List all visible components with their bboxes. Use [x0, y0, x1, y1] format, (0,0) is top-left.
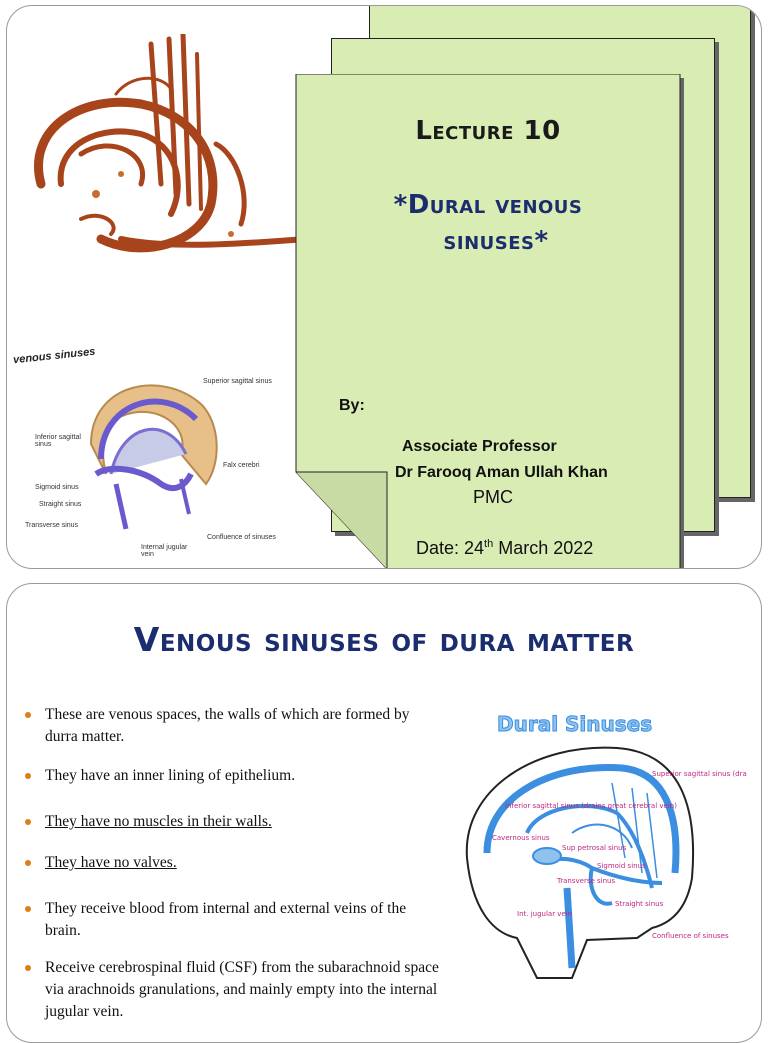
content-slide: Venous sinuses of dura matter These are …: [6, 583, 762, 1043]
skull-sinus-illustration: Superior sagittal sinus (drains superior…: [465, 746, 747, 979]
bullet-dot: [25, 906, 31, 912]
label-superior-sagittal: Superior sagittal sinus: [203, 378, 272, 385]
label-transverse: Transverse sinus: [556, 877, 615, 885]
label-internal-jugular: Internal jugular vein: [141, 544, 188, 558]
label-sup-petrosal: Sup petrosal sinus: [562, 844, 627, 852]
bullet-text: They receive blood from internal and ext…: [45, 900, 407, 939]
label-confluence: Confluence of sinuses: [207, 534, 276, 541]
label-confluence: Confluence of sinuses: [652, 932, 729, 940]
front-page: Lecture 10 *Dural venous sinuses* By: As…: [295, 74, 684, 568]
label-sigmoid: Sigmoid sinus: [597, 862, 646, 870]
date-sup: th: [484, 538, 494, 550]
label-superior-sagittal: Superior sagittal sinus (drains superior…: [652, 770, 747, 778]
front-page-shape: [295, 74, 684, 568]
label-sigmoid: Sigmoid sinus: [35, 484, 79, 491]
lecture-date: Date: 24th March 2022: [416, 538, 593, 559]
label-int-jugular: Int. jugular vein: [517, 910, 572, 918]
bullet-dot: [25, 819, 31, 825]
date-prefix: Date: 24: [416, 538, 485, 558]
label-straight: Straight sinus: [615, 900, 664, 908]
label-inferior-sagittal: Inferior sagittal sinus (drains great ce…: [505, 802, 677, 810]
label-falx: Falx cerebri: [223, 462, 260, 469]
bullet-text: These are venous spaces, the walls of wh…: [45, 706, 410, 745]
dural-sinuses-figure: Dural Sinuses Superior sagittal sinus (d…: [447, 712, 747, 982]
bullet-item: These are venous spaces, the walls of wh…: [25, 704, 445, 748]
lecture-title-line2: sinuses*: [443, 226, 549, 256]
date-suffix: March 2022: [493, 538, 594, 558]
bullet-item: They have an inner lining of epithelium.: [25, 765, 445, 787]
bullet-item: They have no muscles in their walls.: [25, 811, 445, 833]
venous-sinuses-illustration: [89, 384, 218, 530]
bullet-text: They have an inner lining of epithelium.: [45, 767, 296, 784]
bullet-item: They receive blood from internal and ext…: [25, 898, 445, 942]
bullet-text: They have no valves.: [45, 854, 177, 871]
bullet-item: Receive cerebrospinal fluid (CSF) from t…: [25, 957, 445, 1023]
bullet-dot: [25, 860, 31, 866]
calligraphy-image: [34, 34, 309, 253]
title-slide: venous sinuses Superior sagittal sinus I…: [6, 5, 762, 569]
figure-title: Dural Sinuses: [496, 712, 653, 737]
label-inferior-sagittal: Inferior sagittal sinus: [35, 434, 81, 448]
institution: PMC: [473, 487, 513, 507]
bullet-dot: [25, 712, 31, 718]
venous-sinuses-figure: venous sinuses Superior sagittal sinus I…: [11, 344, 301, 566]
slide-title: Venous sinuses of dura matter: [133, 620, 635, 659]
by-label: By:: [339, 397, 365, 414]
author-name: Dr Farooq Aman Ullah Khan: [395, 464, 608, 481]
bullet-dot: [25, 773, 31, 779]
label-straight: Straight sinus: [39, 501, 82, 508]
label-cavernous: Cavernous sinus: [492, 834, 550, 842]
bullet-item: They have no valves.: [25, 852, 445, 874]
label-transverse: Transverse sinus: [25, 522, 79, 529]
lecture-title-line1: *Dural venous: [393, 190, 583, 220]
bullet-text: They have no muscles in their walls.: [45, 813, 272, 830]
bullet-dot: [25, 965, 31, 971]
lecture-number: Lecture 10: [415, 116, 561, 146]
author-role: Associate Professor: [402, 438, 557, 455]
bullet-text: Receive cerebrospinal fluid (CSF) from t…: [45, 959, 439, 1020]
